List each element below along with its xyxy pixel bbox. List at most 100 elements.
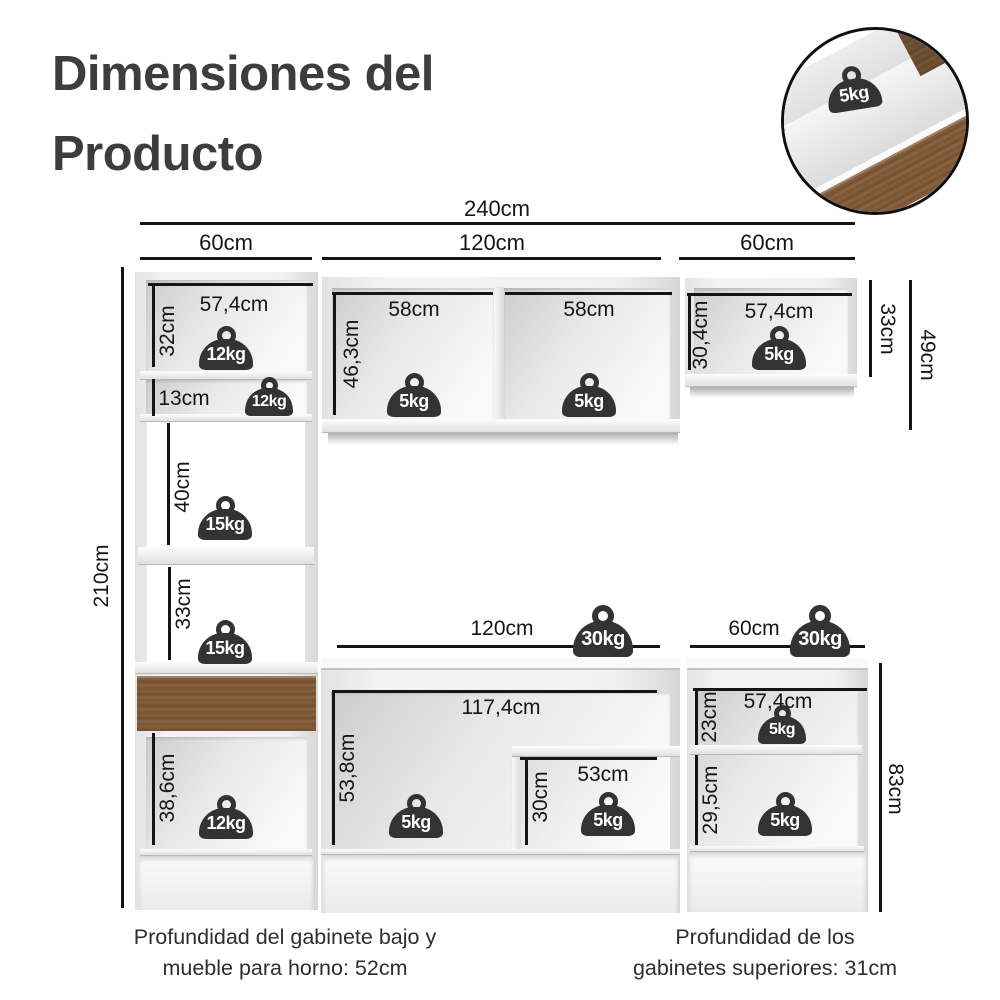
caption-upper-depth-line2: gabinetes superiores: 31cm <box>632 955 898 980</box>
base-middle-drawer <box>323 855 678 913</box>
base-right-shelf <box>690 745 862 755</box>
weight-body: 15kg <box>198 633 252 664</box>
weight-label: 5kg <box>837 81 871 107</box>
weight-label: 15kg <box>205 514 245 534</box>
weight-icon-upper-right: 5kg <box>752 326 806 370</box>
caption-base-depth-line2: mueble para horno: 52cm <box>162 955 408 980</box>
base-right-countertop <box>687 658 868 670</box>
dim-line-bm-117-4 <box>332 690 657 693</box>
weight-label: 5kg <box>401 812 431 832</box>
base-right-drawer <box>689 852 866 912</box>
weight-icon-base-right-top: 5kg <box>758 705 806 744</box>
weight-label: 12kg <box>206 813 246 833</box>
caption-upper-depth: Profundidad de los gabinetes superiores:… <box>575 922 955 983</box>
weight-icon-inset: 5kg <box>823 62 884 114</box>
dim-line-ur-30-4 <box>688 293 691 370</box>
weight-icon-tower-top: 12kg <box>199 326 253 370</box>
label-br-29-5: 29,5cm <box>699 765 722 835</box>
label-60cm-left: 60cm <box>199 230 253 255</box>
tower-wood-drawer <box>137 676 316 731</box>
dim-line-49cm <box>909 280 912 430</box>
dim-line-um-58-right <box>505 292 672 295</box>
weight-body: 5kg <box>389 807 443 838</box>
tower-board-3 <box>140 849 312 856</box>
label-br-57-4: 57,4cm <box>743 690 813 713</box>
caption-base-depth: Profundidad del gabinete bajo y mueble p… <box>65 922 505 983</box>
tower-board-2 <box>135 662 318 674</box>
weight-icon-base-mid: 5kg <box>389 794 443 838</box>
weight-body: 12kg <box>199 339 253 370</box>
weight-label: 12kg <box>206 344 246 364</box>
dim-line-tower-13 <box>152 379 155 416</box>
label-um-58-right: 58cm <box>563 298 615 321</box>
dim-line-tower-38-6 <box>152 733 155 845</box>
weight-label: 30kg <box>581 627 625 650</box>
upper-middle-shadow <box>328 433 678 445</box>
label-240cm: 240cm <box>463 196 531 221</box>
upper-right-bottom-board <box>685 374 857 387</box>
label-ur-30-4: 30,4cm <box>689 300 712 370</box>
dim-line-br-29-5 <box>695 755 698 845</box>
weight-body: 30kg <box>573 621 633 657</box>
label-um-58-left: 58cm <box>388 298 440 321</box>
label-tower-13: 13cm <box>158 387 210 410</box>
weight-label: 5kg <box>768 721 796 738</box>
base-middle-countertop <box>321 658 680 670</box>
upper-middle-bottom-board <box>322 419 680 433</box>
dim-line-br-23 <box>695 688 698 745</box>
dim-line-um-58-left <box>332 292 493 295</box>
base-middle-inner-shelf <box>512 746 680 757</box>
weight-icon-base-mid-inner: 5kg <box>581 792 635 836</box>
dim-line-120cm-top <box>322 257 661 260</box>
label-um-46-3: 46,3cm <box>340 319 363 389</box>
dim-line-um-46-3 <box>333 292 336 415</box>
weight-label: 30kg <box>798 627 842 650</box>
weight-body: 5kg <box>562 386 616 417</box>
weight-label: 12kg <box>251 393 287 410</box>
dim-line-tower-57-4 <box>148 283 313 286</box>
weight-label: 15kg <box>205 638 245 658</box>
title-line-1: Dimensiones del <box>52 47 434 101</box>
weight-label: 5kg <box>574 391 604 411</box>
weight-label: 5kg <box>764 344 794 364</box>
label-33cm-right: 33cm <box>876 303 899 355</box>
weight-body: 30kg <box>790 621 850 657</box>
label-60cm-right: 60cm <box>740 230 794 255</box>
dim-line-60cm-left <box>140 257 312 260</box>
label-tower-57-4: 57,4cm <box>199 293 269 316</box>
dim-line-bm-30 <box>525 757 528 845</box>
label-counter-60: 60cm <box>728 617 780 640</box>
label-bm-53-8: 53,8cm <box>336 733 359 803</box>
weight-icon-upper-mid-left: 5kg <box>387 373 441 417</box>
weight-icon-counter-mid: 30kg <box>573 605 633 657</box>
weight-icon-tower-lower: 15kg <box>198 620 252 664</box>
weight-label: 5kg <box>593 810 623 830</box>
caption-base-depth-line1: Profundidad del gabinete bajo y <box>133 925 437 949</box>
dim-line-tower-33 <box>168 567 171 660</box>
dim-line-counter-60 <box>690 645 865 648</box>
tower-bottom-drawer <box>139 856 313 910</box>
weight-icon-counter-right: 30kg <box>790 605 850 657</box>
base-middle-bottom-board <box>321 849 680 855</box>
label-120cm-top: 120cm <box>458 230 526 255</box>
weight-body: 5kg <box>758 805 812 836</box>
weight-body: 5kg <box>581 805 635 836</box>
weight-label: 5kg <box>399 391 429 411</box>
dim-line-br-57-4 <box>693 688 867 691</box>
dim-line-240cm <box>140 222 855 225</box>
weight-body: 12kg <box>199 808 253 839</box>
base-right-bottom-board <box>690 846 864 852</box>
label-bm-117-4: 117,4cm <box>461 696 541 719</box>
weight-icon-upper-mid-right: 5kg <box>562 373 616 417</box>
caption-upper-depth-line1: Profundidad de los <box>675 925 855 949</box>
weight-body: 5kg <box>752 339 806 370</box>
dim-line-210cm <box>121 267 124 908</box>
label-ur-57-4: 57,4cm <box>744 300 814 323</box>
label-bm-30: 30cm <box>529 771 552 823</box>
label-br-23: 23cm <box>698 691 721 743</box>
label-counter-120: 120cm <box>470 617 534 640</box>
weight-body: 5kg <box>758 716 806 744</box>
dim-line-83cm <box>879 663 882 912</box>
weight-icon-tower-13cm: 12kg <box>245 377 293 416</box>
